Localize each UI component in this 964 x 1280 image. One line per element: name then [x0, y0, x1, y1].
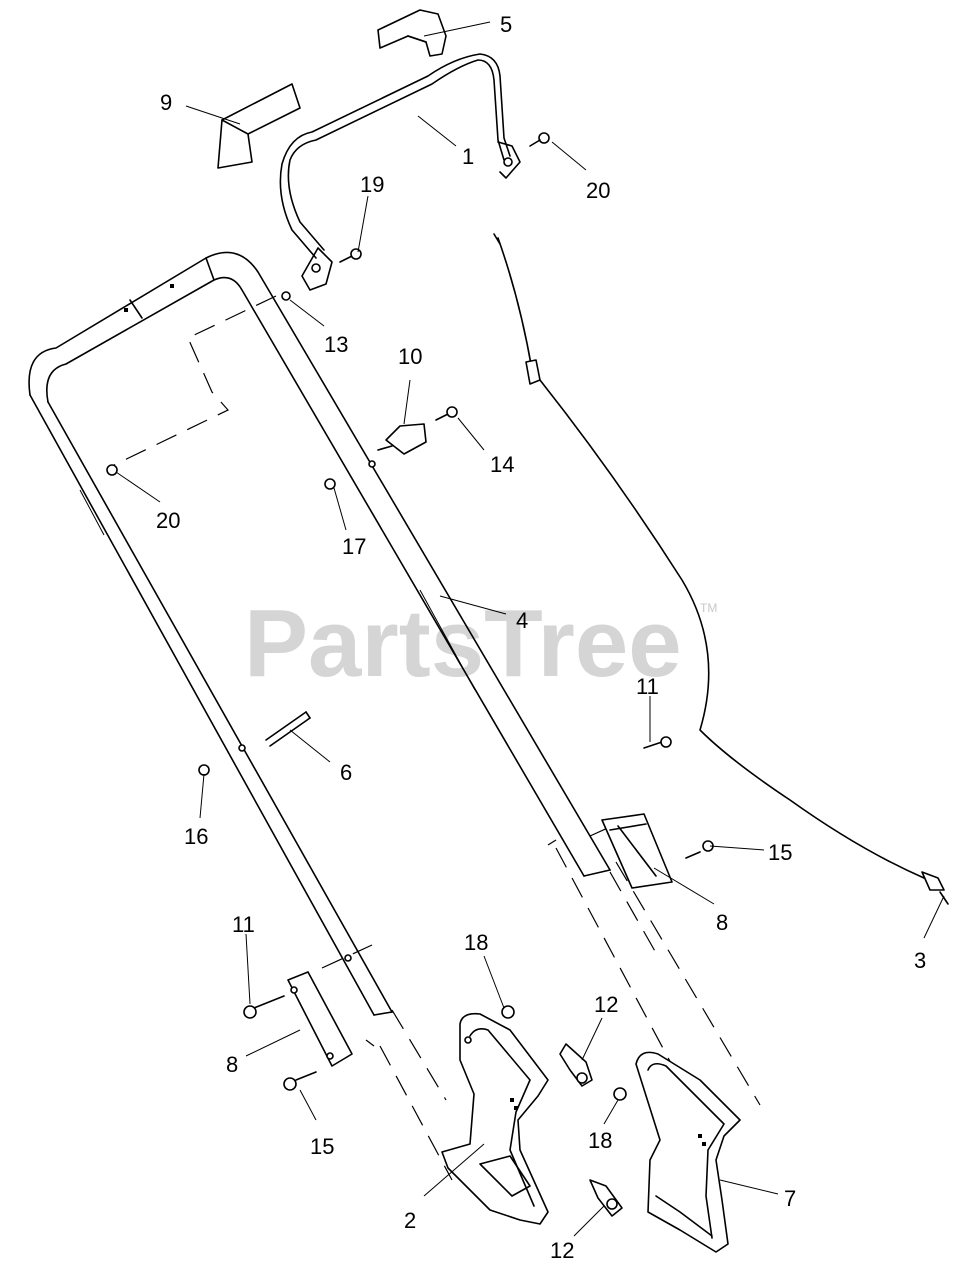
part-20-nut-upper: [529, 132, 550, 147]
part-17-nut: [324, 478, 336, 490]
part-8-spacer-left: [287, 971, 353, 1067]
watermark-logo: PartsTree: [244, 590, 682, 697]
callout-20: 20: [586, 178, 610, 203]
callout-2: 2: [404, 1208, 416, 1233]
callout-6: 6: [340, 760, 352, 785]
callout-18: 18: [588, 1128, 612, 1153]
part-4-upper-handle: [28, 251, 611, 1016]
part-6-pin: [265, 711, 311, 747]
callout-5: 5: [500, 12, 512, 37]
callout-4: 4: [516, 608, 528, 633]
callout-8: 8: [716, 910, 728, 935]
callout-17: 17: [342, 534, 366, 559]
callout-13: 13: [324, 332, 348, 357]
callout-15: 15: [768, 840, 792, 865]
callout-11: 11: [636, 674, 659, 699]
callout-11: 11: [232, 912, 255, 937]
part-18-nut-lower: [613, 1087, 627, 1101]
callout-12: 12: [550, 1238, 574, 1263]
callout-12: 12: [594, 992, 618, 1017]
part-2-left-bracket: [441, 1012, 549, 1225]
callout-8: 8: [226, 1052, 238, 1077]
callout-7: 7: [784, 1186, 796, 1211]
leader-lines: [115, 21, 945, 1237]
part-16-nut: [198, 764, 210, 776]
callout-18: 18: [464, 930, 488, 955]
part-12-knob-upper: [559, 1043, 593, 1087]
callout-15: 15: [310, 1134, 334, 1159]
part-13-bolt: [281, 291, 291, 301]
callout-14: 14: [490, 452, 514, 477]
part-15-bolt-right: [685, 840, 714, 859]
callout-19: 19: [360, 172, 384, 197]
callout-20: 20: [156, 508, 180, 533]
part-11-bolt-left: [243, 995, 285, 1019]
part-20-nut-lower: [106, 464, 118, 476]
part-5-cap: [377, 9, 447, 57]
part-15-bolt-left: [283, 1071, 317, 1091]
callout-9: 9: [160, 90, 172, 115]
callout-16: 16: [184, 824, 208, 849]
part-7-right-bracket: [635, 1051, 741, 1253]
part-12-knob-lower: [589, 1179, 623, 1217]
callout-labels: 5 9 1 20 19 13 10 14 20 17 4 11 6 16 15 …: [156, 12, 926, 1263]
part-18-nut-upper: [501, 1005, 515, 1019]
part-14-screw: [435, 406, 458, 421]
part-8-spacer-right: [601, 813, 673, 889]
callout-10: 10: [398, 344, 422, 369]
callout-1: 1: [462, 144, 474, 169]
part-11-bolt-right: [643, 736, 672, 749]
part-1-control-bail: [279, 53, 521, 291]
part-9-grip: [217, 83, 301, 169]
part-10-bracket: [377, 423, 427, 455]
callout-3: 3: [914, 948, 926, 973]
part-3-cable: [493, 233, 949, 905]
watermark-trademark: TM: [700, 601, 717, 615]
